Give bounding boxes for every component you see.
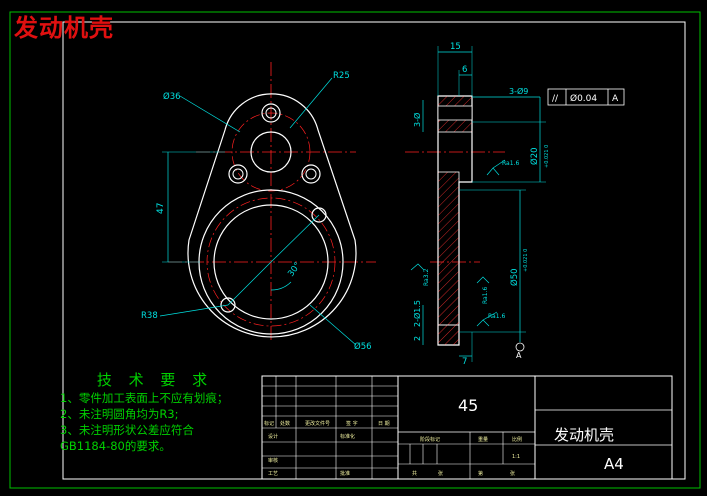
tb-small-label: 第: [478, 470, 483, 477]
label-width-total: 15: [450, 42, 461, 52]
tb-small-label: 重量: [478, 436, 488, 443]
tb-small-label: 张: [438, 470, 443, 477]
tolerance-frame: [547, 88, 625, 106]
technical-requirements: 技 术 要 求 1、零件加工表面上不应有划痕； 2、未注明圆角均为R3; 3、未…: [60, 372, 260, 454]
title-block-frame: [261, 375, 673, 480]
label-r38: R38: [141, 311, 158, 321]
roughness-symbol-3: [476, 276, 490, 284]
roughness-symbol-2: [410, 263, 425, 271]
tb-small-label: 张: [510, 470, 515, 477]
label-angle: 30°: [286, 261, 303, 279]
label-dia-top: Ø36: [163, 91, 181, 102]
datum-letter: A: [516, 351, 522, 360]
material-text: 45: [458, 396, 478, 415]
tolerance-value: Ø0.04: [570, 93, 597, 104]
technical-requirements-heading: 技 术 要 求: [96, 371, 214, 389]
tb-small-label: 签 字: [346, 420, 358, 427]
bottom-bolt-circle: [206, 197, 336, 327]
tb-small-label: 审核: [268, 457, 278, 464]
label-dia-bottom: Ø56: [354, 341, 372, 352]
hole-left: [228, 164, 248, 184]
tb-small-label: 共: [412, 470, 417, 477]
part-name-text: 发动机壳: [554, 426, 614, 444]
tolerance-symbol: //: [552, 94, 559, 104]
label-dia20-tol: +0.021 0: [544, 145, 550, 168]
tb-small-label: 阶段标记: [420, 436, 440, 443]
tb-small-label: 比例: [512, 436, 522, 443]
tb-small-label: 标准化: [340, 433, 355, 440]
hole-right-inner: [305, 168, 317, 180]
hole-bottom-right: [311, 207, 327, 223]
leader-dia56: [309, 304, 357, 346]
label-r25: R25: [333, 71, 350, 81]
roughness-symbol-1: [486, 159, 506, 176]
datum-circle: [515, 342, 525, 352]
label-holes: 3-Ø9: [509, 86, 528, 96]
tb-small-label: 处数: [280, 420, 290, 427]
hatch-bottom: [437, 324, 460, 346]
title-block: 45 发动机壳 A4 标记 处数 更改文件号 签 字 日 期 设计 标准化 审核…: [261, 375, 673, 480]
tolerance-datum: A: [612, 94, 619, 104]
requirement-item: 1、零件加工表面上不应有划痕；: [60, 391, 229, 405]
tb-small-label: 更改文件号: [305, 420, 330, 427]
side-view: 15 6 3-Ø9 3-Ø Ø20 +0.021 0 Ø50 +0.021 0 …: [405, 42, 625, 367]
top-bolt-circle: [231, 112, 311, 192]
hole-bottom-left: [220, 297, 236, 313]
bottom-bore-inner: [213, 204, 329, 320]
tb-small-label: 批准: [340, 470, 350, 477]
hatch-mid: [437, 171, 460, 326]
part-outline: [187, 93, 357, 338]
front-view: Ø36 R25 47 30° R38 Ø56: [141, 62, 376, 352]
tb-small-label: 日 期: [378, 421, 390, 427]
hole-left-inner: [232, 168, 244, 180]
leader-angle: [270, 214, 320, 263]
top-bore: [250, 131, 292, 173]
leader-r38: [159, 304, 229, 317]
roughness-symbol-4: [476, 311, 498, 327]
drawing-title: 发动机壳: [14, 14, 114, 42]
label-height: 47: [156, 203, 166, 214]
hole-top: [261, 103, 281, 123]
label-hole-depth: 3-Ø: [412, 113, 422, 127]
label-dia20: Ø20: [529, 147, 540, 165]
tb-small-label: 工艺: [268, 471, 278, 477]
angle-arc: [270, 281, 292, 291]
label-roughness-4: Ra1.6: [488, 313, 505, 320]
label-dia50-tol: +0.021 0: [523, 249, 529, 272]
leader-r25: [289, 77, 333, 129]
label-roughness-1: Ra1.6: [502, 160, 519, 167]
label-width-step: 6: [462, 65, 467, 75]
requirement-item: 3、未注明形状公差应符合: [60, 423, 194, 437]
label-roughness-2: Ra3.2: [423, 269, 430, 286]
label-roughness-3: Ra1.6: [482, 287, 489, 304]
label-dia50: Ø50: [509, 268, 520, 286]
leader-dia36: [179, 95, 241, 133]
outer-frame: [9, 11, 701, 489]
leader-r38-b: [227, 261, 272, 306]
hole-right: [301, 164, 321, 184]
label-chamfer-2: 2: [413, 336, 422, 341]
tb-small-label: 标记: [264, 420, 274, 427]
hole-top-inner: [265, 107, 277, 119]
tb-small-label: 设计: [268, 433, 278, 440]
tb-small-label: 1:1: [512, 454, 520, 460]
label-chamfer-1: 2-Ø1.5: [412, 300, 422, 327]
side-bore-gap: [437, 105, 473, 121]
label-width-bottom: 7: [462, 357, 467, 367]
requirement-item: 2、未注明圆角均为R3;: [60, 407, 179, 421]
requirement-item: GB1184-80的要求。: [60, 439, 171, 453]
sheet-size-text: A4: [604, 455, 624, 473]
